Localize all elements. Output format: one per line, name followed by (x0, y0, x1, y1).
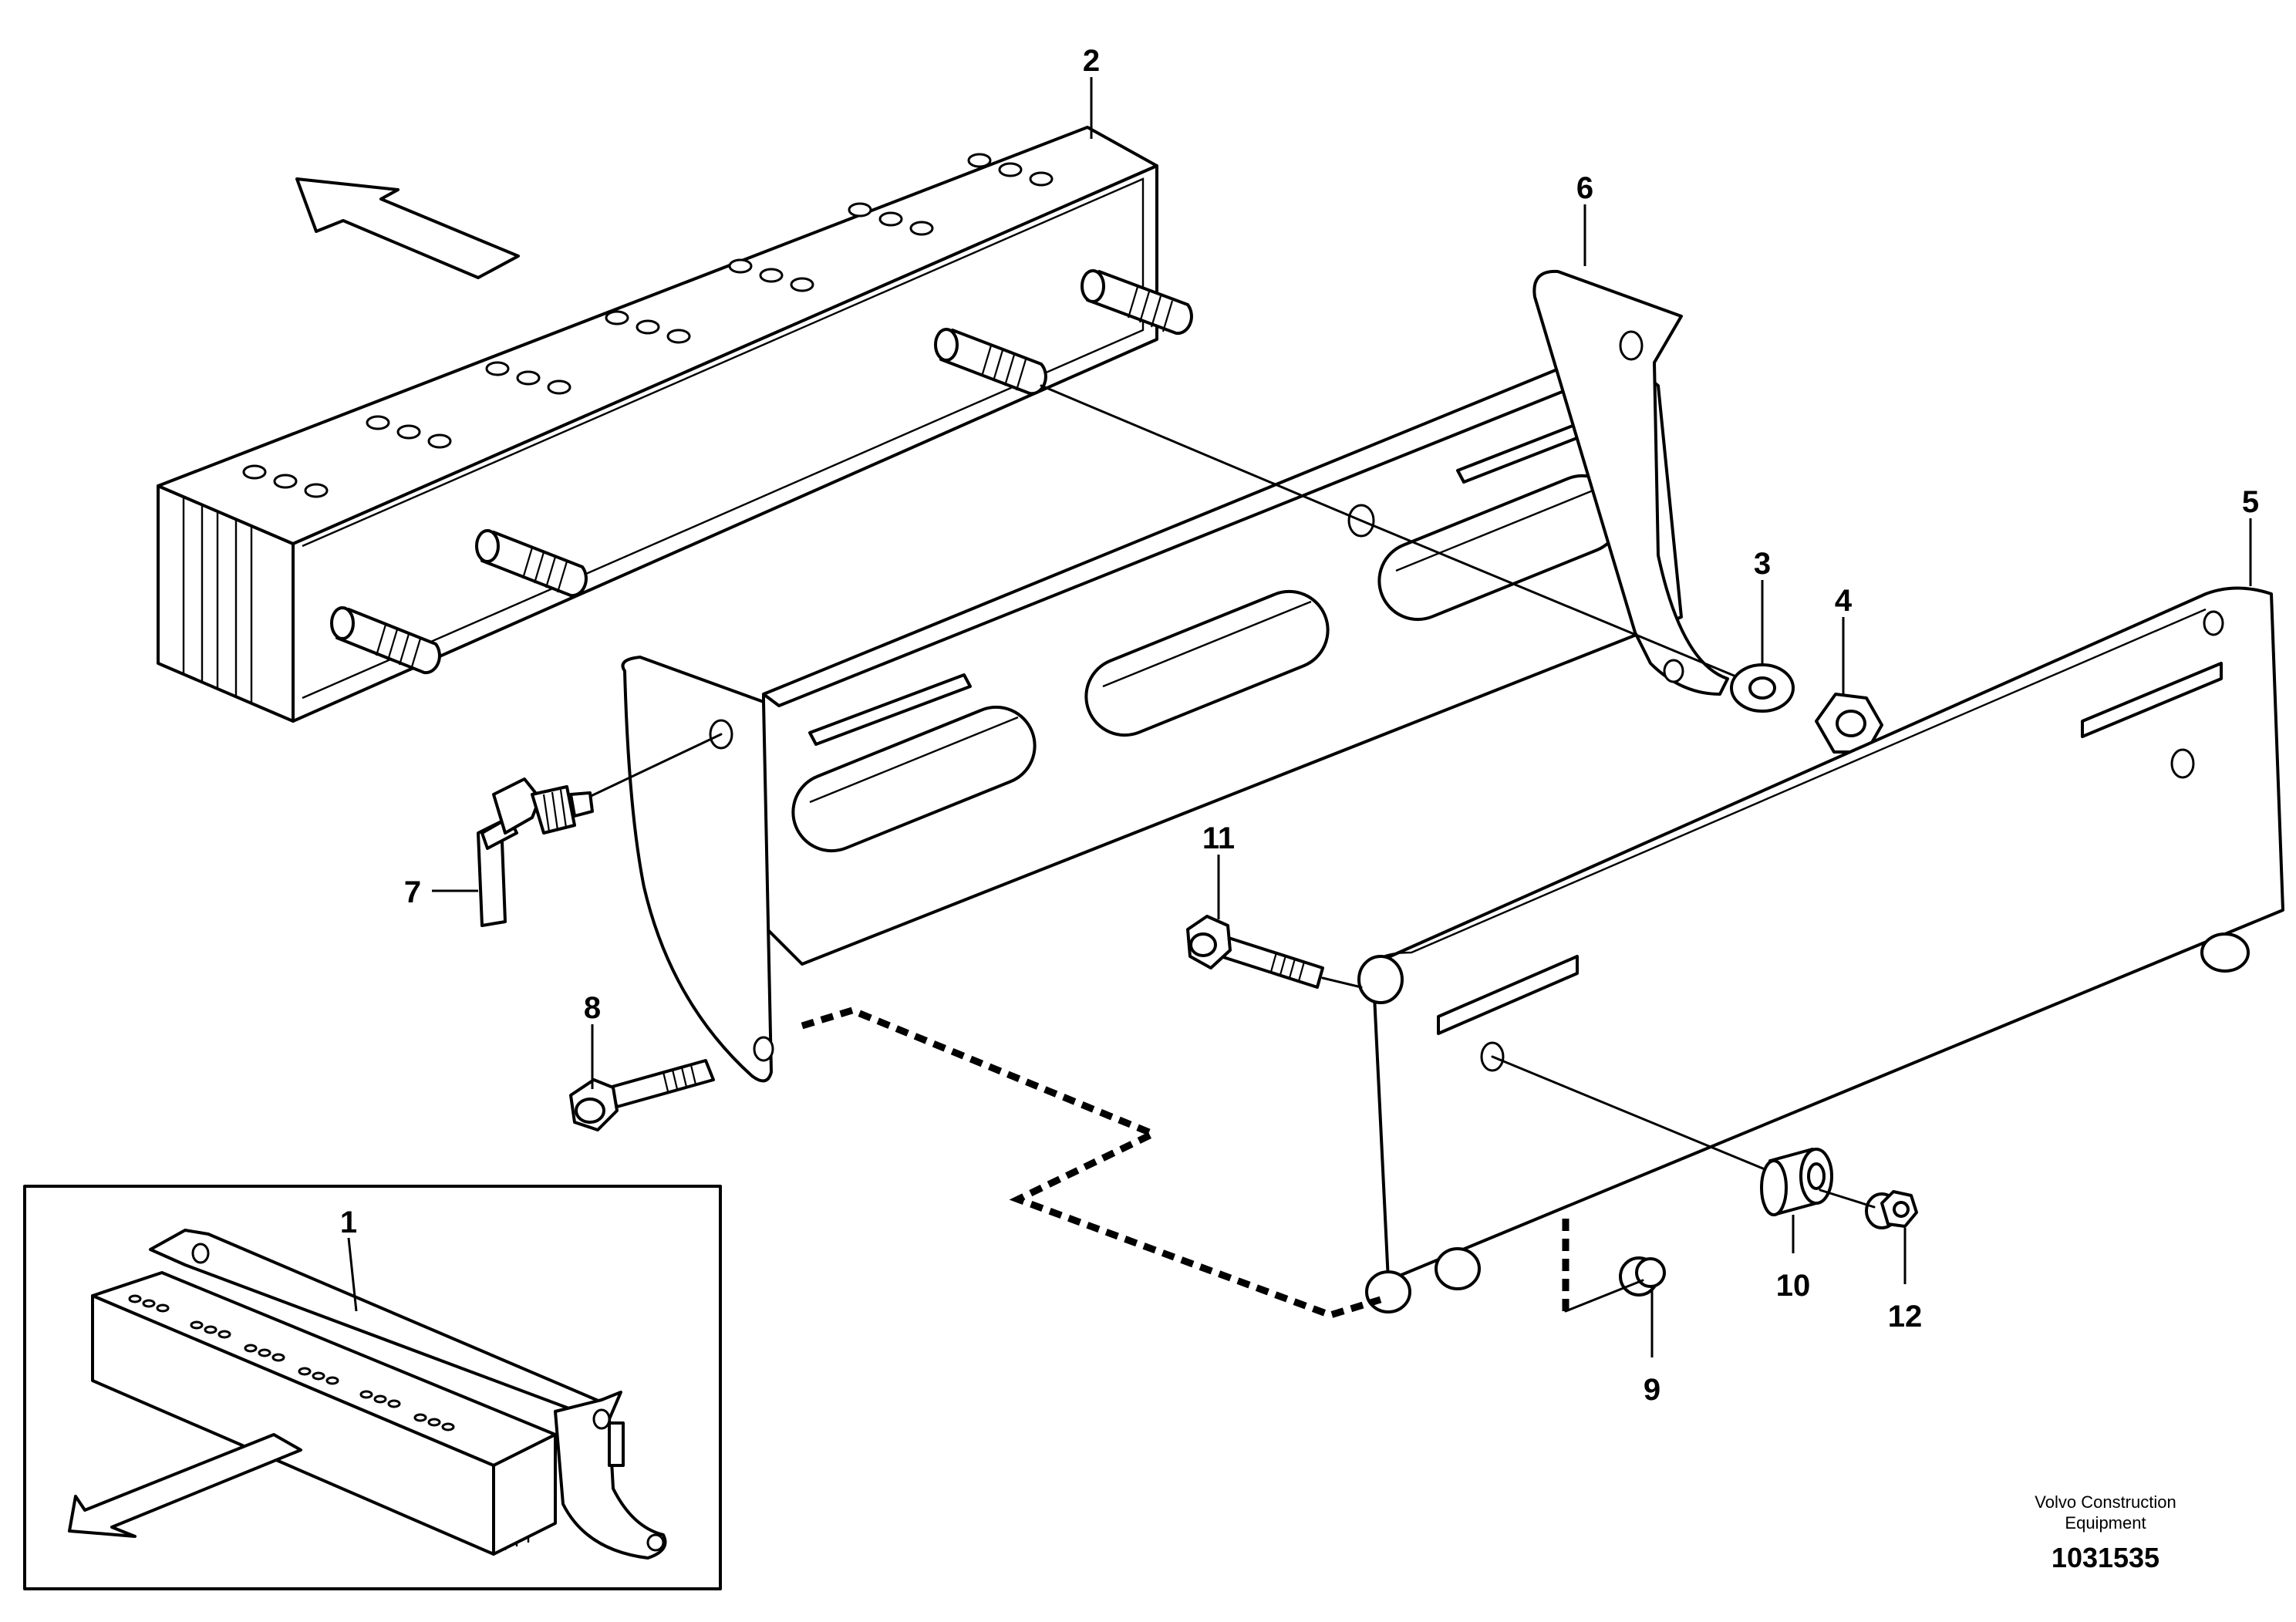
svg-text:7: 7 (404, 875, 421, 909)
callout-11: 11 (1202, 821, 1235, 919)
flange-nut (1819, 1189, 1918, 1229)
assembly-line-sensor-to-frame (585, 733, 723, 800)
svg-text:8: 8 (584, 991, 601, 1025)
callout-9: 9 (1644, 1286, 1660, 1407)
flange-bolt-11 (1186, 915, 1363, 989)
callout-10: 10 (1776, 1215, 1811, 1303)
svg-text:5: 5 (2242, 485, 2259, 519)
brand-line-1: Volvo Construction (2035, 1492, 2176, 1512)
washer (1730, 663, 1795, 713)
svg-text:10: 10 (1776, 1269, 1811, 1303)
document-number: 1031535 (2052, 1542, 2159, 1573)
callout-12: 12 (1888, 1228, 1923, 1334)
svg-text:3: 3 (1754, 547, 1771, 581)
overview-inset (23, 1185, 722, 1590)
callout-7: 7 (404, 875, 478, 909)
temperature-sensor (477, 777, 594, 927)
callout-4: 4 (1835, 584, 1853, 694)
svg-text:12: 12 (1888, 1300, 1923, 1334)
callout-2: 2 (1083, 44, 1100, 139)
top-face-holes (242, 153, 1054, 498)
side-plate (1357, 586, 2284, 1313)
assembly-line-plate-to-spacer (1491, 1055, 1783, 1178)
inset-holes (128, 1294, 455, 1431)
svg-text:1: 1 (340, 1206, 357, 1239)
callout-8: 8 (584, 991, 601, 1089)
spacer-bushing (1760, 1148, 1833, 1216)
brand-line-2: Equipment (2065, 1513, 2146, 1533)
mounting-studs (330, 269, 1193, 675)
assembly-line-stud-to-frame (1040, 384, 1363, 522)
svg-text:9: 9 (1644, 1373, 1660, 1407)
assembly-line-frame-to-washer (1360, 519, 1752, 684)
svg-text:6: 6 (1576, 171, 1593, 205)
flange-bolt-8 (569, 1059, 715, 1131)
svg-text:2: 2 (1083, 44, 1100, 78)
publisher-footer: Volvo Construction Equipment 1031535 (2035, 1492, 2176, 1573)
placement-dashed-line (801, 1007, 1382, 1319)
svg-text:4: 4 (1835, 584, 1853, 618)
callout-1: 1 (340, 1206, 358, 1312)
callout-6: 6 (1576, 171, 1593, 266)
hex-nut (1815, 693, 1883, 754)
svg-text:11: 11 (1202, 821, 1235, 855)
direction-arrow-icon (295, 177, 520, 279)
callout-3: 3 (1754, 547, 1771, 663)
inset-direction-arrow-icon (68, 1433, 302, 1538)
callout-5: 5 (2242, 485, 2259, 586)
oil-cooler-block (157, 126, 1193, 723)
shoulder-nut (1564, 1256, 1666, 1313)
